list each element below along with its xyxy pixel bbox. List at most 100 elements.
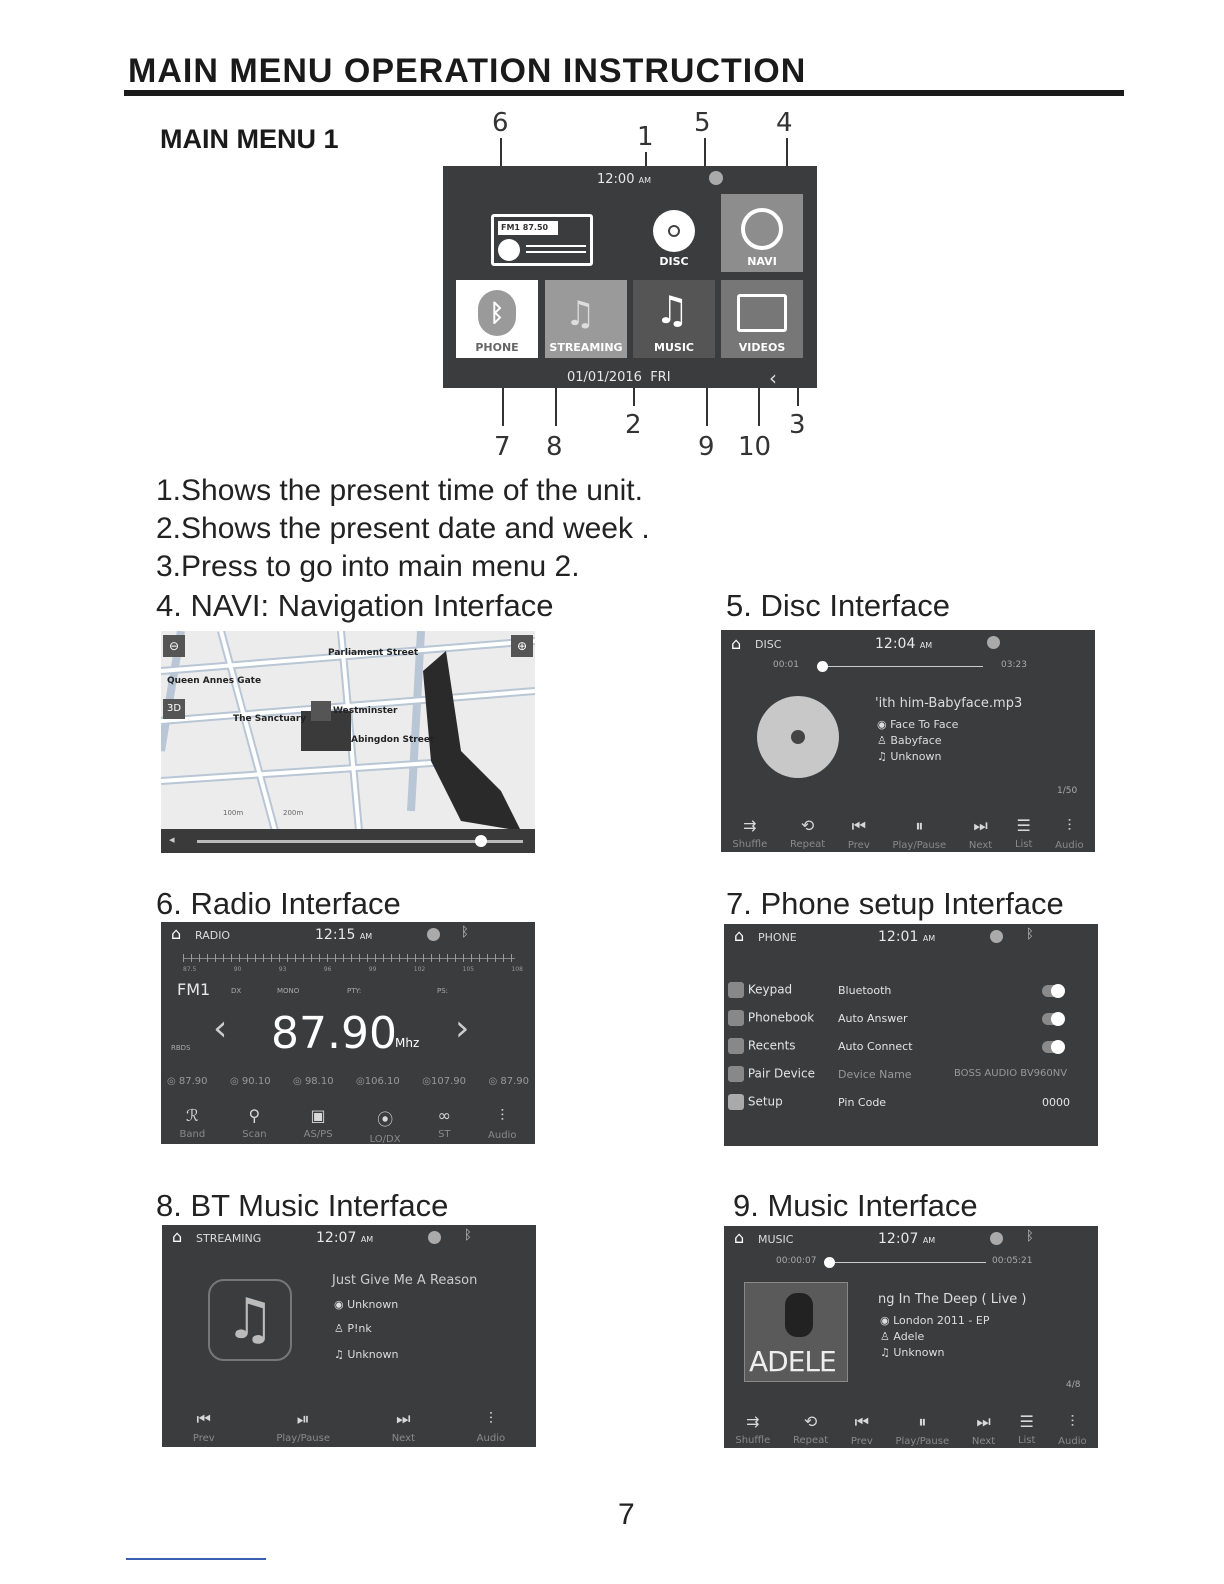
videos-tile[interactable]: VIDEOS	[721, 280, 803, 358]
bluetooth-toggle[interactable]	[1042, 984, 1065, 998]
settings-icon[interactable]	[709, 171, 723, 185]
home-icon[interactable]: ⌂	[731, 634, 742, 653]
prev-button[interactable]: ⏮Prev	[192, 1409, 215, 1444]
audio-button[interactable]: ⫶Audio	[1055, 816, 1084, 851]
preset-button[interactable]: ◎106.10	[356, 1076, 400, 1087]
clock: 12:15 AM	[315, 927, 373, 943]
home-icon[interactable]: ⌂	[172, 1227, 183, 1246]
prev-button[interactable]: ⏮Prev	[847, 816, 870, 851]
shuffle-button[interactable]: ⇉Shuffle	[735, 1412, 771, 1446]
street-label: Queen Annes Gate	[167, 676, 262, 686]
audio-button[interactable]: ⫶Audio	[1058, 1412, 1087, 1447]
album-label: ◉ London 2011 - EP	[880, 1314, 990, 1327]
bluetooth-icon: ᛒ	[461, 925, 469, 940]
auto-answer-toggle[interactable]	[1042, 1012, 1065, 1026]
repeat-button[interactable]: ⟲Repeat	[792, 1412, 829, 1446]
list-button[interactable]: ☰List	[1014, 816, 1033, 850]
prev-button[interactable]: ⏮Prev	[850, 1412, 873, 1447]
clock: 12:00 AM	[597, 172, 651, 187]
equalizer-icon: ⫶	[1070, 1412, 1075, 1431]
clock: 12:07 AM	[878, 1231, 936, 1247]
settings-icon[interactable]	[987, 636, 1000, 649]
instruction-3: 3.Press to go into main menu 2.	[156, 550, 580, 583]
caption-music: 9. Music Interface	[733, 1188, 978, 1223]
menu-pair-device[interactable]: Pair Device	[728, 1066, 815, 1082]
settings-icon[interactable]	[990, 1232, 1003, 1245]
phone-tile[interactable]: ᛒ PHONE	[456, 280, 538, 358]
settings-icon[interactable]	[990, 930, 1003, 943]
track-title: Just Give Me A Reason	[332, 1273, 478, 1288]
title-underline	[124, 90, 1124, 96]
next-button[interactable]: ⏭Next	[968, 816, 993, 851]
mute-icon[interactable]: ◂	[169, 833, 175, 846]
progress-knob[interactable]	[817, 661, 828, 672]
next-button[interactable]: ⏭Next	[971, 1412, 996, 1447]
disc-tile[interactable]: DISC	[633, 194, 715, 272]
menu-keypad[interactable]: Keypad	[728, 982, 792, 998]
3d-mode-button[interactable]: 3D	[163, 699, 185, 719]
progress-bar[interactable]	[832, 1262, 986, 1263]
volume-knob[interactable]	[475, 835, 487, 847]
home-icon[interactable]: ⌂	[171, 924, 182, 943]
pty-label: PTY:	[347, 987, 362, 995]
shuffle-button[interactable]: ⇉Shuffle	[732, 816, 768, 850]
genre-label: ♫ Unknown	[334, 1348, 399, 1361]
tune-down-icon[interactable]: ‹	[213, 1008, 228, 1049]
streaming-tile[interactable]: ♫ STREAMING	[545, 280, 627, 358]
auto-connect-toggle[interactable]	[1042, 1040, 1065, 1054]
menu-phonebook[interactable]: Phonebook	[728, 1010, 814, 1026]
scan-button[interactable]: ⚲Scan	[242, 1106, 267, 1140]
next-button[interactable]: ⏭Next	[391, 1409, 415, 1444]
audio-button[interactable]: ⫶Audio	[488, 1106, 517, 1141]
next-page-icon[interactable]: ‹	[769, 366, 777, 388]
source-label: DISC	[755, 638, 782, 651]
disc-icon	[653, 210, 695, 252]
preset-button[interactable]: ◎ 87.90	[488, 1076, 529, 1087]
street-label: The Sanctuary	[233, 714, 307, 724]
home-icon[interactable]: ⌂	[734, 1228, 745, 1247]
pause-icon: ⏸	[915, 816, 924, 835]
street-label: Parliament Street	[328, 648, 419, 658]
play-pause-button[interactable]: ⏸Play/Pause	[892, 816, 947, 851]
radio-tile[interactable]: FM1 87.50	[483, 194, 601, 272]
progress-knob[interactable]	[824, 1257, 835, 1268]
dx-label: DX	[231, 987, 242, 995]
callout-8: 8	[546, 432, 563, 462]
caption-disc: 5. Disc Interface	[726, 588, 950, 623]
source-label: STREAMING	[196, 1232, 262, 1245]
bluetooth-icon: ᛒ	[478, 290, 516, 336]
menu-recents[interactable]: Recents	[728, 1038, 796, 1054]
asps-button[interactable]: ▣AS/PS	[303, 1106, 333, 1140]
list-button[interactable]: ☰List	[1017, 1412, 1036, 1446]
progress-bar[interactable]	[821, 666, 983, 667]
setting-bluetooth: Bluetooth	[838, 984, 892, 997]
preset-button[interactable]: ◎ 90.10	[230, 1076, 271, 1087]
lodx-button[interactable]: ⦿LO/DX	[370, 1106, 401, 1144]
navi-tile[interactable]: NAVI	[721, 194, 803, 272]
settings-icon[interactable]	[427, 928, 440, 941]
artist-label: ♙ P!nk	[334, 1322, 372, 1335]
audio-button[interactable]: ⫶Audio	[476, 1409, 506, 1444]
caption-phone: 7. Phone setup Interface	[726, 886, 1064, 921]
keypad-icon	[728, 982, 744, 998]
leader-3	[797, 386, 799, 406]
zoom-in-icon[interactable]: ⊕	[511, 635, 533, 657]
play-pause-button[interactable]: ⏯Play/Pause	[276, 1409, 330, 1444]
repeat-button[interactable]: ⟲Repeat	[789, 816, 826, 850]
preset-button[interactable]: ◎ 87.90	[167, 1076, 208, 1087]
preset-button[interactable]: ◎ 98.10	[293, 1076, 334, 1087]
music-tile[interactable]: ♫ MUSIC	[633, 280, 715, 358]
play-pause-button[interactable]: ⏸Play/Pause	[895, 1412, 950, 1447]
tune-up-icon[interactable]: ›	[455, 1008, 470, 1049]
menu-setup[interactable]: Setup	[728, 1094, 783, 1110]
stereo-button[interactable]: ∞ST	[437, 1106, 451, 1140]
settings-icon[interactable]	[428, 1231, 441, 1244]
zoom-out-icon[interactable]: ⊖	[163, 635, 185, 657]
volume-slider[interactable]	[197, 840, 523, 843]
frequency-unit: Mhz	[395, 1036, 420, 1050]
source-label: RADIO	[195, 929, 231, 942]
main-menu-screen: 12:00 AM FM1 87.50 DISC NAVI ᛒ PHONE ♫ S…	[443, 166, 817, 388]
home-icon[interactable]: ⌂	[734, 926, 745, 945]
preset-button[interactable]: ◎107.90	[422, 1076, 466, 1087]
